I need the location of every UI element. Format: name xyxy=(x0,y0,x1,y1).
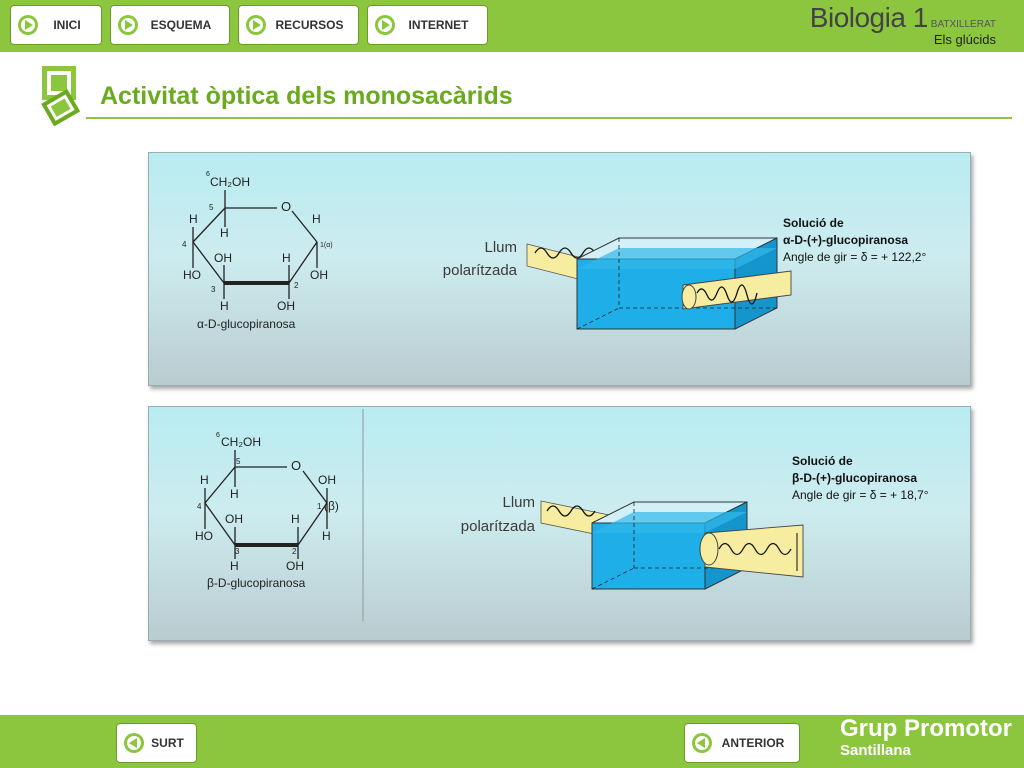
beta-ohinner-label: OH xyxy=(225,512,243,526)
page-title: Activitat òptica dels monosacàrids xyxy=(100,82,513,110)
beta-c2-label: 2 xyxy=(292,547,297,556)
alpha-light-label-1: Llum xyxy=(484,239,517,256)
title-divider xyxy=(86,117,1012,119)
alpha-c1-label: 1(α) xyxy=(320,242,333,249)
alpha-hinner-label: H xyxy=(220,226,229,240)
alpha-light-label-2: polarítzada xyxy=(443,262,518,279)
alpha-oring-label: O xyxy=(281,199,291,214)
beta-c3-label: 3 xyxy=(235,547,240,556)
brand-level: BATXILLERAT xyxy=(930,19,996,30)
alpha-hleft-label: H xyxy=(189,212,198,226)
alpha-ohright-label: OH xyxy=(310,268,328,282)
beta-ohbottom-label: OH xyxy=(286,559,304,573)
surt-button[interactable]: SURT xyxy=(116,723,197,763)
surt-label: SURT xyxy=(151,736,184,750)
alpha-ohbottom-label: OH xyxy=(277,299,295,313)
anterior-label: ANTERIOR xyxy=(721,736,785,750)
esquema-label: ESQUEMA xyxy=(150,18,212,32)
alpha-solution-line2: α-D-(+)-glucopiranosa xyxy=(783,233,909,247)
beta-solution-info: Solució de β-D-(+)-glucopiranosa Angle d… xyxy=(792,453,929,504)
alpha-hbottom-label: H xyxy=(220,299,229,313)
beta-c5-label: 5 xyxy=(236,457,241,466)
alpha-solution-angle: Angle de gir = δ = + 122,2° xyxy=(783,250,927,264)
publisher-logo: Grup Promotor Santillana xyxy=(840,716,1012,760)
alpha-polarimeter-drawing xyxy=(526,237,792,330)
beta-polarimeter-drawing xyxy=(540,500,804,590)
beta-ohright-label: OH xyxy=(318,473,336,487)
beta-light-label-1: Llum xyxy=(502,494,535,511)
beta-solution-line1: Solució de xyxy=(792,454,853,468)
beta-c6-label: 6 xyxy=(216,432,220,439)
alpha-solution-info: Solució de α-D-(+)-glucopiranosa Angle d… xyxy=(783,215,926,266)
alpha-hc2-label: H xyxy=(282,251,291,265)
beta-c4-label: 4 xyxy=(197,502,202,511)
alpha-c2-label: 2 xyxy=(294,281,299,290)
beta-solution-angle: Angle de gir = δ = + 18,7° xyxy=(792,488,929,502)
beta-anomer-label: (β) xyxy=(324,499,339,513)
alpha-ring-bonds xyxy=(192,190,318,299)
internet-label: INTERNET xyxy=(408,18,469,32)
alpha-ohinner-label: OH xyxy=(214,251,232,265)
recursos-label: RECURSOS xyxy=(275,18,344,32)
alpha-hright-label: H xyxy=(312,212,321,226)
beta-ch2oh-label: CH₂OH xyxy=(221,435,261,449)
play-arrow-icon xyxy=(246,15,266,35)
alpha-ch2oh-label: CH₂OH xyxy=(210,175,250,189)
beta-hinner-label: H xyxy=(230,487,239,501)
beta-hoLeft-label: HO xyxy=(195,529,213,543)
alpha-molecule-name: α-D-glucopiranosa xyxy=(197,317,296,331)
publisher-brand: Santillana xyxy=(840,742,911,759)
back-arrow-icon xyxy=(124,733,144,753)
play-arrow-icon xyxy=(18,15,38,35)
play-arrow-icon xyxy=(375,15,395,35)
beta-molecule-name: β-D-glucopiranosa xyxy=(207,576,306,590)
back-arrow-icon xyxy=(692,733,712,753)
beta-c1-label: 1 xyxy=(317,502,322,511)
publisher-name: Grup Promotor xyxy=(840,715,1012,742)
inici-label: INICI xyxy=(53,18,81,32)
esquema-button[interactable]: ESQUEMA xyxy=(110,5,230,45)
alpha-diagram: 6 CH₂OH 5 O H H H 4 1(α) OH H OH HO 3 2 … xyxy=(182,171,792,331)
section-subtitle: Els glúcids xyxy=(933,32,996,47)
beta-light-label-2: polarítzada xyxy=(461,518,536,535)
alpha-c4-label: 4 xyxy=(182,240,187,249)
alpha-panel: 6 CH₂OH 5 O H H H 4 1(α) OH H OH HO 3 2 … xyxy=(148,152,971,386)
beta-hright-label: H xyxy=(322,529,331,543)
inici-button[interactable]: INICI xyxy=(10,5,102,45)
alpha-solution-line1: Solució de xyxy=(783,216,844,230)
internet-button[interactable]: INTERNET xyxy=(367,5,488,45)
squares-logo-icon xyxy=(41,66,81,126)
beta-hleft-label: H xyxy=(200,473,209,487)
alpha-c3-label: 3 xyxy=(211,285,216,294)
beta-hc2-label: H xyxy=(291,512,300,526)
anterior-button[interactable]: ANTERIOR xyxy=(684,723,800,763)
alpha-hoLeft-label: HO xyxy=(183,268,201,282)
recursos-button[interactable]: RECURSOS xyxy=(238,5,359,45)
play-arrow-icon xyxy=(118,15,138,35)
beta-solution-line2: β-D-(+)-glucopiranosa xyxy=(792,471,917,485)
beta-panel: 6 CH₂OH 5 O H H OH 4 1 (β) OH H H HO 3 2… xyxy=(148,406,971,641)
beta-hbottom-label: H xyxy=(230,559,239,573)
beta-oring-label: O xyxy=(291,458,301,473)
alpha-c5-label: 5 xyxy=(209,203,214,212)
beta-diagram: 6 CH₂OH 5 O H H OH 4 1 (β) OH H H HO 3 2… xyxy=(195,409,804,621)
beta-ring-bonds xyxy=(204,450,328,559)
alpha-c6-label: 6 xyxy=(206,171,210,178)
brand-title: Biologia 1 xyxy=(809,2,928,33)
